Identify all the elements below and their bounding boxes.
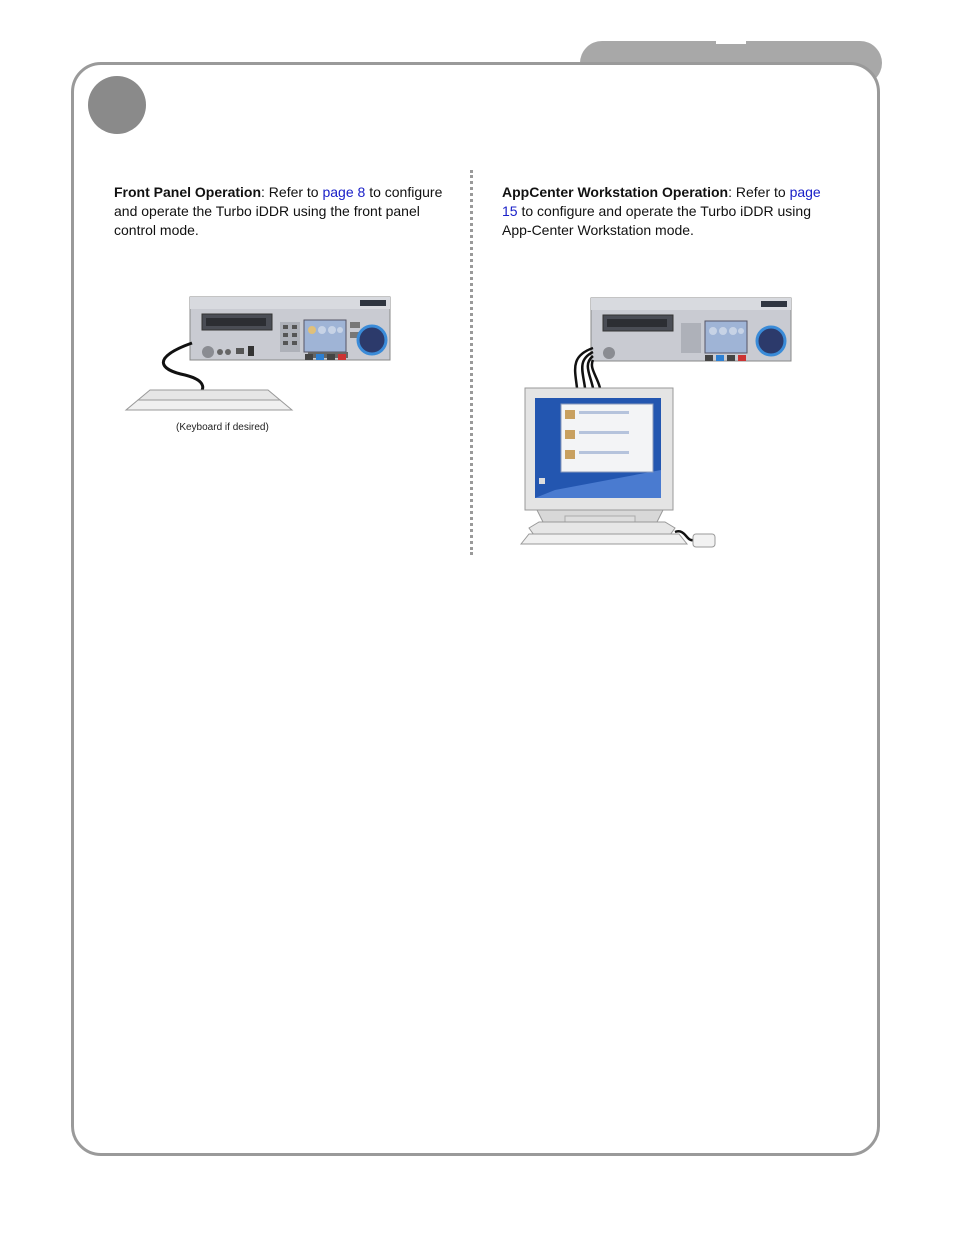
appcenter-text-a: : Refer to bbox=[728, 184, 789, 200]
appcenter-paragraph: AppCenter Workstation Operation: Refer t… bbox=[502, 183, 832, 240]
front-panel-heading: Front Panel Operation bbox=[114, 184, 261, 200]
mouse-icon bbox=[693, 534, 715, 547]
front-panel-paragraph: Front Panel Operation: Refer to page 8 t… bbox=[114, 183, 444, 240]
front-panel-text-a: : Refer to bbox=[261, 184, 322, 200]
ddr-unit-icon bbox=[190, 297, 390, 360]
step-badge bbox=[88, 76, 146, 134]
appcenter-heading: AppCenter Workstation Operation bbox=[502, 184, 728, 200]
appcenter-text-b: to configure and operate the Turbo iDDR … bbox=[502, 203, 811, 238]
column-divider bbox=[470, 170, 473, 555]
keyboard-caption: (Keyboard if desired) bbox=[176, 422, 269, 433]
keyboard-icon bbox=[521, 522, 687, 544]
ddr-unit-icon bbox=[591, 298, 791, 361]
workstation-illustration bbox=[515, 290, 815, 555]
tab-notch bbox=[716, 38, 746, 44]
keyboard-icon bbox=[126, 390, 292, 410]
page-8-link[interactable]: page 8 bbox=[322, 184, 365, 200]
monitor-icon bbox=[525, 388, 673, 522]
front-panel-illustration bbox=[110, 290, 410, 420]
